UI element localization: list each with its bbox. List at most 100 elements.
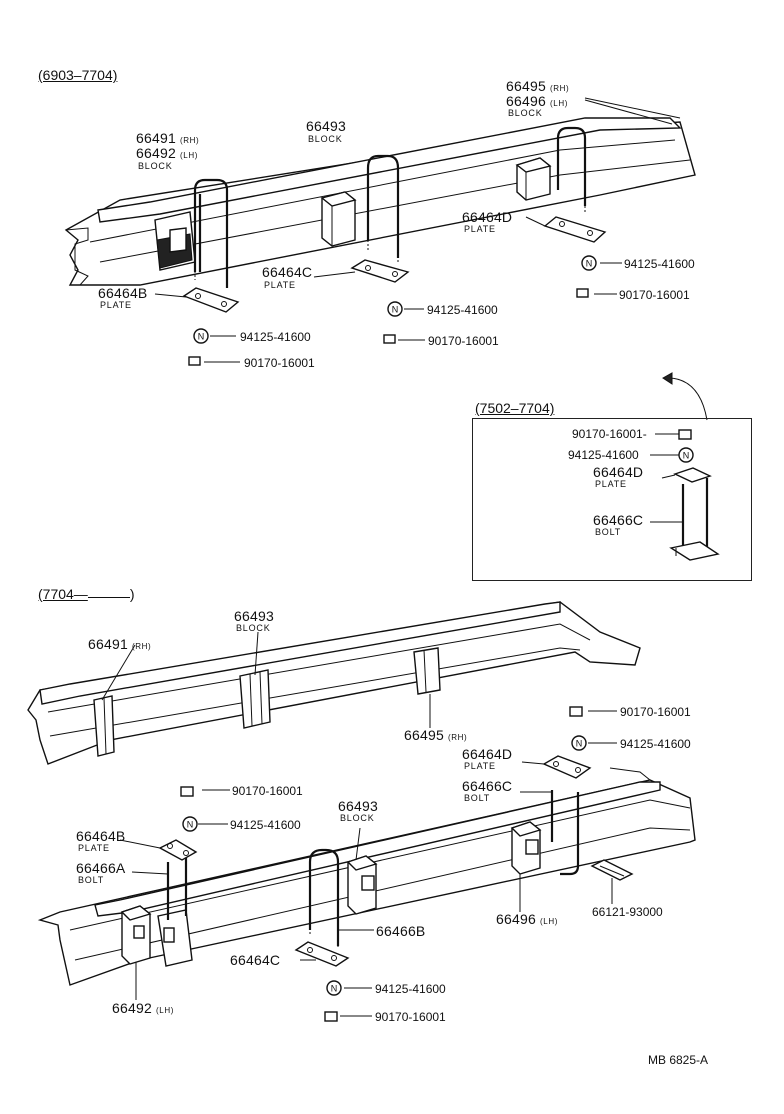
nut-glyph: N bbox=[586, 259, 593, 269]
label-66491-top: 66491 (RH) bbox=[136, 131, 199, 148]
part-side: (RH) bbox=[180, 136, 200, 145]
block-66493-bottom bbox=[308, 848, 378, 948]
label-66466C-bottom: 66466C bbox=[462, 778, 513, 794]
label-nut-94125-top-right: 94125-41600 bbox=[624, 257, 695, 271]
label-66464B-top: 66464B bbox=[98, 285, 148, 301]
label-66496-top: 66496 (LH) bbox=[506, 94, 568, 111]
section-range-bottom-start: (7704— bbox=[38, 586, 88, 602]
plate-66464B-top bbox=[182, 287, 240, 313]
bottom-frame-upper bbox=[27, 601, 641, 765]
label-nut-90170-bottom-right: 90170-16001 bbox=[620, 705, 691, 719]
label-plate-66464D-bottom: PLATE bbox=[464, 761, 496, 771]
part-number: 66491 bbox=[88, 636, 128, 652]
part-side: (LH) bbox=[156, 1006, 174, 1015]
nut-glyph: N bbox=[198, 332, 205, 342]
nut-icons-bottom-left bbox=[180, 786, 198, 832]
part-number: 66491 bbox=[136, 130, 176, 146]
label-66464B-bottom: 66464B bbox=[76, 828, 126, 844]
part-side: (LH) bbox=[180, 151, 198, 160]
nut-glyph: N bbox=[331, 984, 338, 994]
ubolt-top-left bbox=[193, 178, 229, 290]
label-nut-90170-top-right: 90170-16001 bbox=[619, 288, 690, 302]
label-block-66496-top: BLOCK bbox=[508, 108, 543, 118]
label-66493-top: 66493 bbox=[306, 118, 346, 134]
plate-66464D-top bbox=[543, 216, 607, 243]
part-number: 66496 bbox=[496, 911, 536, 927]
block-66492-bottom bbox=[120, 856, 193, 967]
nut-glyph: N bbox=[392, 305, 399, 315]
label-nut-94125-bottom-mid: 94125-41600 bbox=[375, 982, 446, 996]
inset-frame bbox=[472, 418, 752, 581]
label-nut-94125-top-mid: 94125-41600 bbox=[427, 303, 498, 317]
block-66491-top bbox=[154, 211, 196, 271]
label-plate-66464B-top: PLATE bbox=[100, 300, 132, 310]
label-inset-plate: PLATE bbox=[595, 479, 627, 489]
label-inset-bolt: BOLT bbox=[595, 527, 622, 537]
label-66464C-top: 66464C bbox=[262, 264, 313, 280]
nut-icons-top bbox=[188, 255, 597, 366]
part-number: 66492 bbox=[136, 145, 176, 161]
bracket-66121-bottom bbox=[590, 859, 634, 881]
plate-66464C-bottom bbox=[294, 941, 350, 967]
label-66496-bottom: 66496 (LH) bbox=[496, 912, 558, 929]
range-blank bbox=[87, 587, 130, 598]
leader-lines-bottom-upper bbox=[101, 631, 617, 744]
label-block-66493-bottom-upper: BLOCK bbox=[236, 623, 271, 633]
label-nut-94125-bottom-right: 94125-41600 bbox=[620, 737, 691, 751]
label-block-66492-top: BLOCK bbox=[138, 161, 173, 171]
label-block-66493-bottom-lower: BLOCK bbox=[340, 813, 375, 823]
label-inset-nut-94125: 94125-41600 bbox=[568, 448, 639, 462]
label-66466A-bottom: 66466A bbox=[76, 860, 126, 876]
block-66493-top bbox=[320, 191, 357, 247]
section-range-bottom: (7704—) bbox=[38, 587, 134, 601]
label-nut-94125-bottom-left: 94125-41600 bbox=[230, 818, 301, 832]
ubolt-top-mid bbox=[366, 154, 400, 262]
label-66464C-bottom: 66464C bbox=[230, 952, 281, 968]
label-66492-bottom: 66492 (LH) bbox=[112, 1001, 174, 1018]
label-nut-90170-top-left: 90170-16001 bbox=[244, 356, 315, 370]
label-66121-bottom: 66121-93000 bbox=[592, 905, 663, 919]
section-range-inset: (7502–7704) bbox=[475, 400, 555, 416]
nut-glyph: N bbox=[683, 451, 690, 461]
label-bolt-66466A-bottom: BOLT bbox=[78, 875, 105, 885]
figure-code: MB 6825-A bbox=[648, 1053, 709, 1067]
plate-66464B-bottom bbox=[158, 839, 198, 861]
nut-icons-bottom-mid bbox=[324, 980, 342, 1022]
label-nut-90170-bottom-left: 90170-16001 bbox=[232, 784, 303, 798]
label-nut-90170-top-mid: 90170-16001 bbox=[428, 334, 499, 348]
label-nut-94125-top-left: 94125-41600 bbox=[240, 330, 311, 344]
label-nut-90170-bottom-mid: 90170-16001 bbox=[375, 1010, 446, 1024]
label-inset-66464D: 66464D bbox=[593, 464, 644, 480]
leader-lines-bottom-lower bbox=[119, 761, 613, 1017]
plate-66464D-bottom bbox=[542, 755, 592, 779]
label-bolt-66466C-bottom: BOLT bbox=[464, 793, 491, 803]
nut-glyph: N bbox=[576, 739, 583, 749]
plate-66464C-top bbox=[350, 259, 410, 283]
label-66492-top: 66492 (LH) bbox=[136, 146, 198, 163]
part-side: (RH) bbox=[132, 642, 152, 651]
leader-lines-top bbox=[154, 97, 681, 363]
part-side: (RH) bbox=[550, 84, 570, 93]
label-inset-nut-90170: 90170-16001- bbox=[572, 427, 647, 441]
part-side: (RH) bbox=[448, 733, 468, 742]
inset-arrow bbox=[662, 372, 708, 421]
ubolt-top-right bbox=[556, 126, 587, 212]
label-66464D-bottom: 66464D bbox=[462, 746, 513, 762]
nut-glyph: N bbox=[187, 820, 194, 830]
part-number: 66492 bbox=[112, 1000, 152, 1016]
label-66466B-bottom: 66466B bbox=[376, 923, 426, 939]
bottom-clamps-upper bbox=[93, 647, 441, 757]
block-66495-top bbox=[515, 157, 552, 201]
label-plate-66464B-bottom: PLATE bbox=[78, 843, 110, 853]
label-66493-bottom-lower: 66493 bbox=[338, 798, 378, 814]
label-66495-top: 66495 (RH) bbox=[506, 79, 569, 96]
nut-glyphs-top: N N N bbox=[198, 259, 593, 342]
part-side: (LH) bbox=[540, 917, 558, 926]
inset-bolt-assembly bbox=[650, 429, 720, 561]
label-66495-bottom: 66495 (RH) bbox=[404, 728, 467, 745]
label-plate-66464D-top: PLATE bbox=[464, 224, 496, 234]
label-66493-bottom-upper: 66493 bbox=[234, 608, 274, 624]
block-66496-bottom bbox=[510, 790, 580, 876]
label-66464D-top: 66464D bbox=[462, 209, 513, 225]
